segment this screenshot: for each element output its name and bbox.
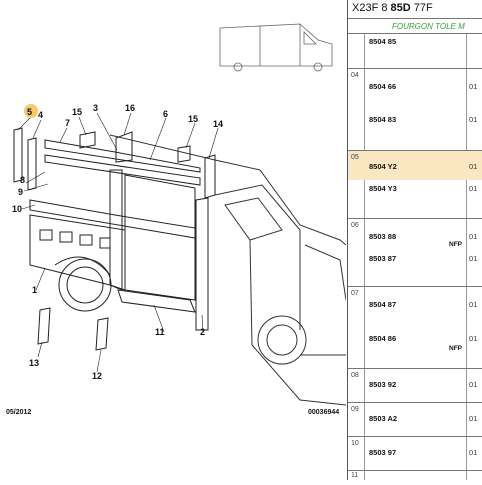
group-number: 08 <box>351 372 359 379</box>
nfp-badge: NFP <box>449 345 462 352</box>
callout-label[interactable]: 8 <box>20 175 25 185</box>
group-number: 09 <box>351 406 359 413</box>
van-exploded-view: 5 4 7 3 16 6 15 15 14 9 8 10 1 13 12 11 … <box>12 23 347 406</box>
part-qty: 01 <box>469 414 478 423</box>
nfp-badge: NFP <box>449 241 462 248</box>
group-number: 05 <box>351 154 359 161</box>
group-number: 04 <box>351 72 359 79</box>
date-code: 05/2012 <box>6 409 32 416</box>
part-qty: 01 <box>469 380 478 389</box>
part-ref: 8504 83 <box>369 115 397 124</box>
part-qty: 01 <box>469 448 478 457</box>
group-number: 07 <box>351 290 359 297</box>
table-row-group[interactable]: 8504 Y3 01 <box>348 180 482 218</box>
table-row-group[interactable]: 04 8504 66 01 8504 83 01 <box>348 68 482 150</box>
callout-label[interactable]: 7 <box>65 118 70 128</box>
part-qty: 01 <box>469 300 478 309</box>
callout-label[interactable]: 15 <box>188 114 198 124</box>
table-row-group[interactable]: 08 8503 92 01 <box>348 368 482 402</box>
part-qty: 01 <box>469 162 478 171</box>
callout-label[interactable]: 6 <box>163 109 168 119</box>
model-code-bold: 85D <box>390 2 411 14</box>
table-row-group[interactable]: 10 8503 97 01 <box>348 436 482 470</box>
callout-label[interactable]: 3 <box>93 103 98 113</box>
part-ref: 8504 86 <box>369 334 397 343</box>
part-qty: 01 <box>469 254 478 263</box>
column-divider <box>466 34 467 480</box>
van-body-outline <box>109 134 347 406</box>
callout-label[interactable]: 4 <box>38 110 43 120</box>
callout-label[interactable]: 13 <box>29 358 39 368</box>
part-ref: 8504 66 <box>369 82 397 91</box>
callout-label[interactable]: 15 <box>72 107 82 117</box>
part-qty: 01 <box>469 232 478 241</box>
van-thumbnail <box>219 23 333 72</box>
parts-table: X23F 8 85D 77F FOURGON TOLE M 8504 85 04… <box>347 0 482 480</box>
callout-label[interactable]: 9 <box>18 187 23 197</box>
part-ref: 8504 Y2 <box>369 162 397 171</box>
group-number: 11 <box>351 472 359 479</box>
parts-diagram: 5 4 7 3 16 6 15 15 14 9 8 10 1 13 12 11 … <box>6 23 347 416</box>
selected-callout-marker <box>24 104 38 118</box>
part-qty: 01 <box>469 115 478 124</box>
side-panels <box>13 127 216 351</box>
part-qty: 01 <box>469 334 478 343</box>
model-code-suffix: 77F <box>413 2 433 14</box>
table-row-group-selected[interactable]: 05 8504 Y2 01 <box>348 150 482 180</box>
part-ref: 8503 A2 <box>369 414 398 423</box>
table-row-group[interactable]: 8504 85 <box>348 34 482 68</box>
part-ref: 8504 87 <box>369 300 397 309</box>
callout-label[interactable]: 11 <box>155 327 165 337</box>
group-number: 06 <box>351 222 359 229</box>
part-ref: 8503 92 <box>369 380 397 389</box>
part-ref: 8504 85 <box>369 37 397 46</box>
model-header: X23F 8 85D 77F <box>348 0 482 19</box>
callout-label[interactable]: 14 <box>213 119 223 129</box>
part-qty: 01 <box>469 184 478 193</box>
callout-label[interactable]: 10 <box>12 204 22 214</box>
table-row-group[interactable]: 07 8504 87 01 8504 86 NFP 01 <box>348 286 482 368</box>
model-code: X23F 8 <box>352 2 388 14</box>
part-ref: 8503 88 <box>369 232 397 241</box>
callout-label[interactable]: 5 <box>27 107 32 117</box>
table-row-group[interactable]: 11 <box>348 470 482 480</box>
reference-code: 00036944 <box>308 409 340 416</box>
callout-numbers: 5 4 7 3 16 6 15 15 14 9 8 10 1 13 12 11 … <box>12 103 223 381</box>
part-qty: 01 <box>469 82 478 91</box>
callout-label[interactable]: 1 <box>32 285 37 295</box>
callout-label[interactable]: 16 <box>125 103 135 113</box>
leader-lines <box>17 112 219 373</box>
table-row-group[interactable]: 06 8503 88 NFP 01 8503 87 01 <box>348 218 482 286</box>
part-ref: 8503 87 <box>369 254 397 263</box>
callout-label[interactable]: 2 <box>200 327 205 337</box>
part-ref: 8504 Y3 <box>369 184 397 193</box>
body-type-subtitle: FOURGON TOLE M <box>348 19 482 34</box>
column-divider <box>364 34 365 480</box>
part-ref: 8503 97 <box>369 448 397 457</box>
callout-label[interactable]: 12 <box>92 371 102 381</box>
group-number: 10 <box>351 440 359 447</box>
table-row-group[interactable]: 09 8503 A2 01 <box>348 402 482 436</box>
